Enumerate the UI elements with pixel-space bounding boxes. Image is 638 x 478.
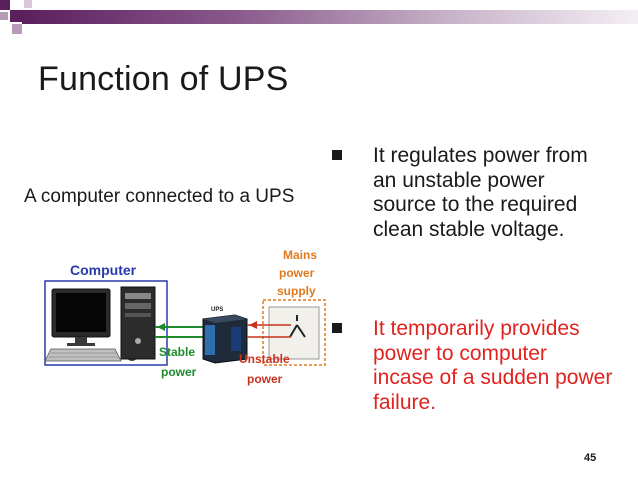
- header-square-3: [0, 12, 8, 20]
- mains-socket-frame: [262, 299, 326, 366]
- unstable-label-1: Unstable: [239, 352, 290, 366]
- mains-label-2: power: [279, 266, 315, 280]
- keyboard-icon: [44, 348, 122, 362]
- page-number: 45: [584, 452, 597, 464]
- header-square-1: [0, 0, 10, 10]
- monitor-icon: [51, 288, 111, 346]
- header-square-5: [24, 0, 32, 8]
- ups-unit-icon: [202, 314, 248, 364]
- stable-label-2: power: [161, 365, 197, 379]
- computer-frame: [44, 280, 168, 366]
- wall-socket-icon: [268, 306, 320, 360]
- header-square-2: [10, 10, 22, 22]
- computer-label: Computer: [70, 262, 137, 278]
- slide-title: Function of UPS: [38, 60, 289, 98]
- mains-label-1: Mains: [283, 248, 317, 262]
- ups-diagram: Computer UPS Mains power supply: [44, 248, 326, 386]
- bullet-text-2: It temporarily provides power to compute…: [373, 317, 613, 414]
- diagram-caption: A computer connected to a UPS: [24, 186, 295, 207]
- unstable-arrow: [249, 321, 257, 329]
- header-bar: [22, 10, 638, 24]
- stable-label-1: Stable: [159, 345, 195, 359]
- mains-label-3: supply: [277, 284, 316, 298]
- bullet-marker-1: [332, 150, 342, 160]
- stable-arrow: [157, 323, 165, 331]
- header-square-4: [12, 24, 22, 34]
- computer-tower-icon: [120, 286, 156, 360]
- ups-label: UPS: [211, 307, 223, 313]
- bullet-marker-2: [332, 323, 342, 333]
- unstable-label-2: power: [247, 372, 283, 386]
- bullet-text-1: It regulates power from an unstable powe…: [373, 144, 588, 241]
